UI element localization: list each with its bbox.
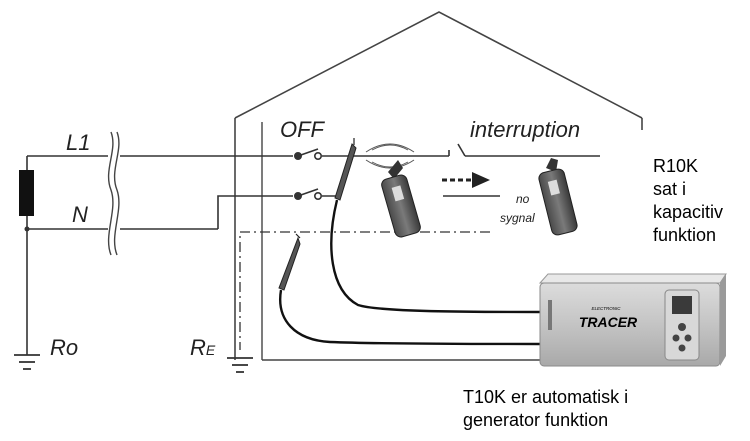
receiver-note: R10K sat i kapacitiv funktion [653,155,723,247]
receiver-note-line: kapacitiv [653,202,724,222]
label-sygnal: sygnal [500,211,535,225]
generator-note-line: generator funktion [463,410,609,430]
device-brand: TRACER [579,314,638,330]
test-probe-left [278,233,301,291]
label-interruption: interruption [470,117,580,142]
generator-note: T10K er automatisk i generator funktion [463,386,628,432]
n-conductor [27,195,500,230]
device-brand-small: ELECTRONIC [591,306,621,311]
switch-n [293,188,322,201]
receiver-probe-no-signal [538,158,578,236]
label-re-sub: E [206,342,216,358]
label-l1: L1 [66,130,90,155]
receiver-note-line: R10K [653,156,699,176]
label-off: OFF [280,117,326,142]
signal-direction-arrow [442,172,490,188]
label-no: no [516,192,530,206]
label-ro: Ro [50,335,78,360]
signal-waves [365,143,415,169]
label-re: RE [190,335,216,360]
earth-symbol-re [227,357,253,373]
ro-resistor [19,156,34,355]
switch-l1 [293,148,322,161]
earth-symbol-ro [14,354,40,370]
tracer-device: ELECTRONIC TRACER [538,273,727,367]
cable-break-marks [107,131,120,256]
label-re-main: R [190,335,206,360]
receiver-note-line: funktion [653,225,717,245]
generator-note-line: T10K er automatisk i [463,387,629,407]
house-outline [234,11,643,361]
receiver-probe [381,160,421,238]
test-probe-right [334,138,357,201]
interruption-break [448,143,466,157]
test-lead-cables [279,199,541,346]
label-n: N [72,202,88,227]
re-earth-conductor [239,231,490,350]
receiver-note-line: sat i [653,179,687,199]
